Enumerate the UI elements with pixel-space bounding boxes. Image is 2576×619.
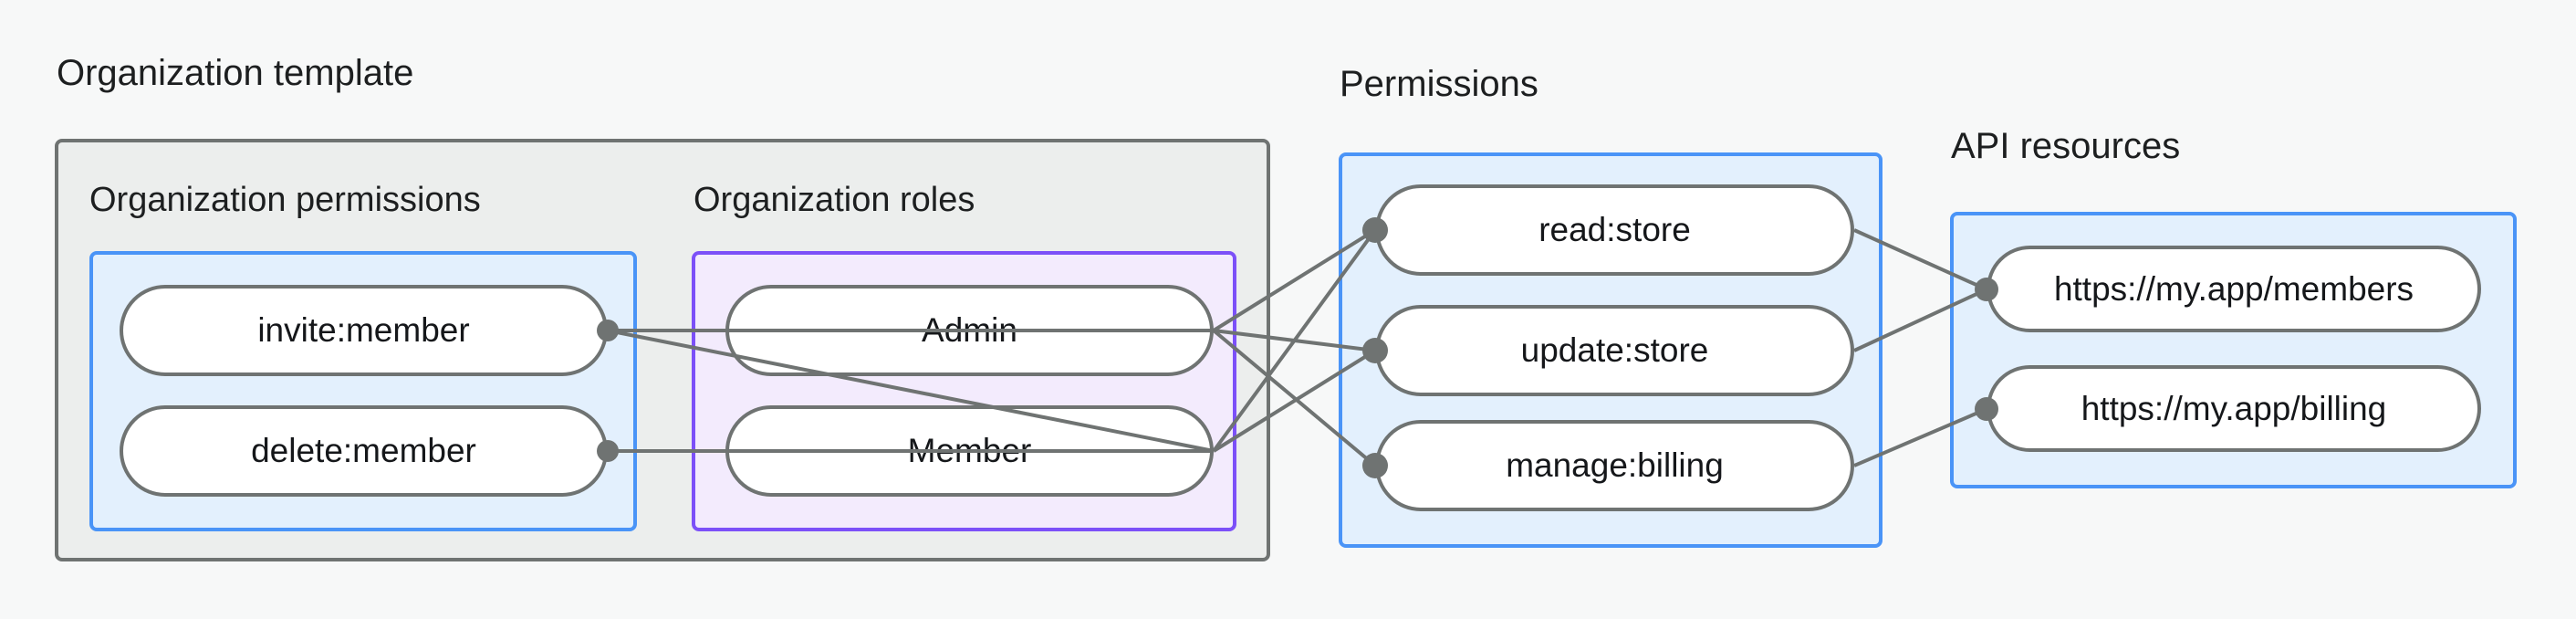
node-update-store[interactable]: update:store — [1375, 305, 1854, 396]
node-label: invite:member — [257, 311, 470, 349]
node-delete-member[interactable]: delete:member — [120, 405, 608, 497]
node-invite-member[interactable]: invite:member — [120, 285, 608, 376]
node-api-members[interactable]: https://my.app/members — [1987, 246, 2481, 332]
node-admin[interactable]: Admin — [725, 285, 1214, 376]
permissions-title: Permissions — [1340, 64, 1538, 104]
node-manage-billing[interactable]: manage:billing — [1375, 420, 1854, 511]
node-read-store[interactable]: read:store — [1375, 184, 1854, 276]
org-template-title: Organization template — [57, 53, 414, 93]
api-resources-title: API resources — [1951, 126, 2181, 166]
node-member[interactable]: Member — [725, 405, 1214, 497]
node-label: update:store — [1520, 331, 1709, 369]
node-label: https://my.app/billing — [2081, 389, 2387, 427]
node-label: delete:member — [251, 432, 476, 469]
org-permissions-title: Organization permissions — [89, 181, 481, 219]
node-label: https://my.app/members — [2053, 269, 2414, 308]
org-roles-title: Organization roles — [694, 181, 975, 219]
node-api-billing[interactable]: https://my.app/billing — [1987, 365, 2481, 452]
node-label: Admin — [922, 311, 1017, 349]
node-label: manage:billing — [1506, 446, 1724, 484]
node-label: read:store — [1538, 211, 1691, 248]
node-label: Member — [907, 432, 1032, 469]
